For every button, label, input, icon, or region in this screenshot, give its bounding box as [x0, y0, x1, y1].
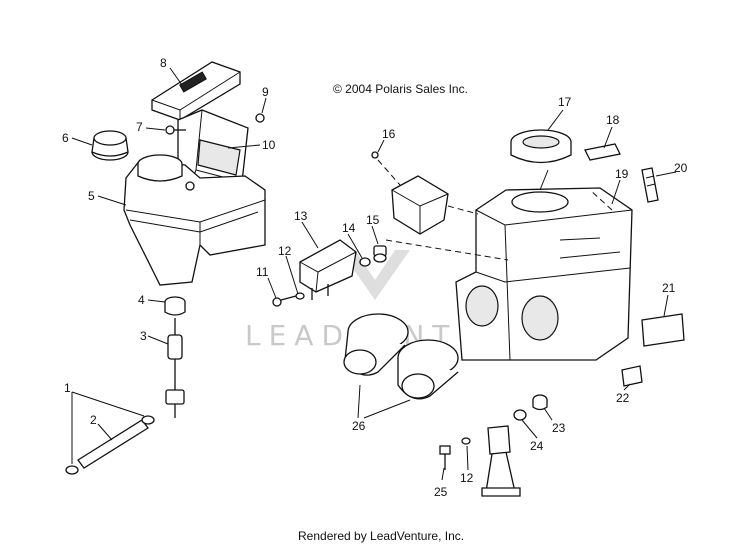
part-battery-box [177, 109, 249, 193]
leader-lines [71, 67, 677, 481]
callout-11: 11 [256, 265, 269, 279]
callout-18: 18 [606, 113, 620, 127]
part-fitting [165, 318, 185, 418]
part-screw-7 [165, 125, 186, 135]
callout-19: 19 [615, 167, 629, 181]
callout-24: 24 [530, 439, 544, 453]
callout-12-upper: 12 [278, 244, 292, 258]
callout-21: 21 [662, 281, 676, 295]
part-tank-cap [91, 130, 129, 161]
part-hose [65, 415, 155, 475]
part-cap-23 [532, 394, 548, 411]
part-grommet [164, 296, 186, 316]
callout-26: 26 [352, 419, 366, 433]
callout-labels: 1 2 3 4 5 6 7 8 9 10 11 12 12 13 14 15 1… [62, 56, 688, 499]
part-airbox [455, 187, 633, 361]
part-nut-9 [255, 113, 265, 123]
callout-5: 5 [88, 189, 95, 203]
copyright-text: © 2004 Polaris Sales Inc. [333, 82, 468, 96]
part-oil-tank [123, 154, 266, 286]
watermark-logo [340, 250, 410, 300]
part-bolt-11 [272, 295, 297, 307]
part-nut-15 [373, 245, 387, 263]
part-washer-14 [359, 257, 371, 267]
callout-3: 3 [140, 329, 147, 343]
part-filter-ring [510, 129, 572, 164]
callout-22: 22 [616, 391, 630, 405]
part-screw-16 [371, 151, 379, 159]
callout-8: 8 [160, 56, 167, 70]
part-intake-boot-a [343, 313, 409, 376]
part-washer-12b [461, 437, 471, 445]
callout-1: 1 [64, 381, 71, 395]
callout-16: 16 [382, 127, 396, 141]
dashed-lines [377, 159, 613, 261]
callout-15: 15 [366, 213, 380, 227]
callout-17: 17 [558, 95, 572, 109]
footer-text: Rendered by LeadVenture, Inc. [298, 529, 464, 543]
callout-14: 14 [342, 221, 356, 235]
part-clip-20 [641, 167, 659, 203]
part-module [391, 175, 449, 235]
callout-9: 9 [262, 85, 269, 99]
callout-13: 13 [294, 209, 308, 223]
callout-25: 25 [434, 485, 448, 499]
part-nut-24 [513, 409, 527, 421]
callout-2: 2 [90, 413, 97, 427]
part-label-18 [584, 143, 621, 161]
callout-10: 10 [262, 138, 276, 152]
callout-12-lower: 12 [460, 471, 474, 485]
part-bracket [481, 425, 521, 497]
callout-20: 20 [674, 161, 688, 175]
part-bolt-25 [439, 445, 451, 470]
callout-23: 23 [552, 421, 566, 435]
callout-4: 4 [138, 293, 145, 307]
callout-6: 6 [62, 131, 69, 145]
part-washer-12 [295, 292, 305, 300]
part-battery-cover [151, 61, 241, 121]
callout-7: 7 [136, 120, 143, 134]
part-intake-boot-b [397, 339, 459, 400]
part-label-21 [641, 313, 685, 347]
part-fuel-pump [299, 239, 357, 300]
part-label-22 [621, 365, 643, 387]
